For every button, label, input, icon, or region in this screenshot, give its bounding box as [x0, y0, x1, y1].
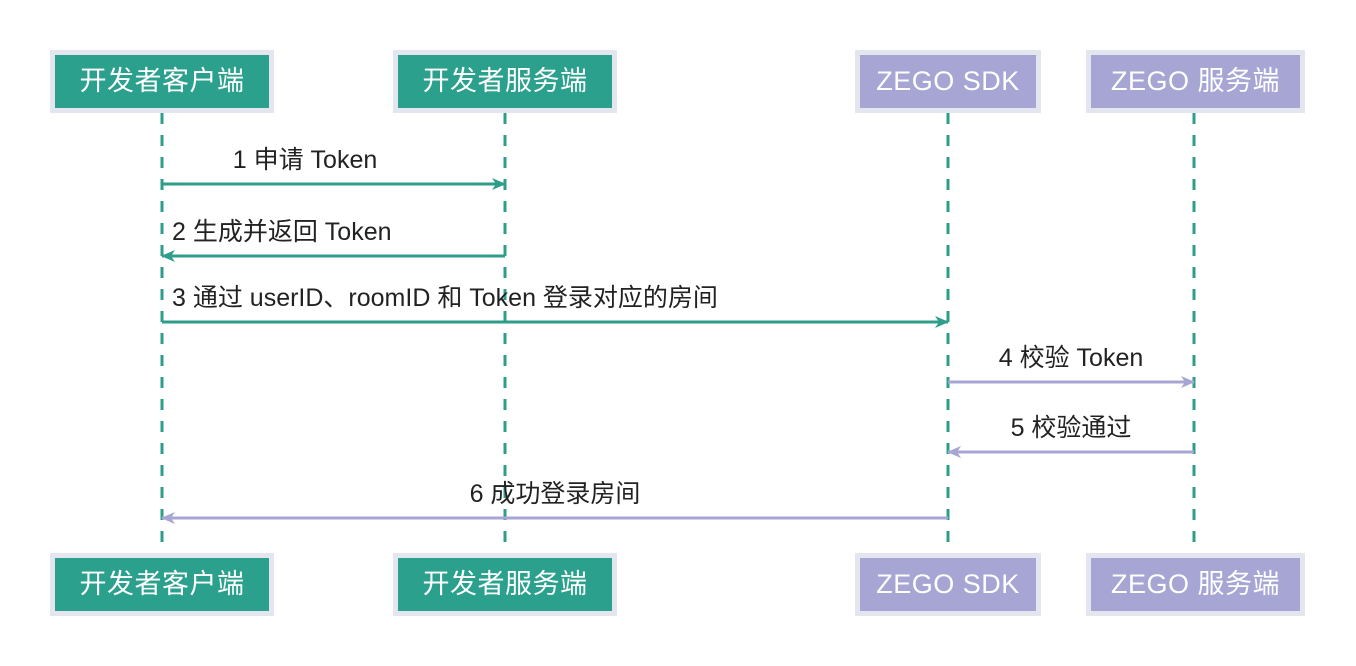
message-label-4: 4 校验 Token	[998, 344, 1144, 372]
participant-box-zego-server-top[interactable]: ZEGO 服务端	[1086, 50, 1305, 113]
participant-box-dev-server-top[interactable]: 开发者服务端	[393, 50, 617, 113]
participant-box-zego-server-bottom[interactable]: ZEGO 服务端	[1086, 553, 1305, 616]
participant-label-zego-sdk-bottom: ZEGO SDK	[876, 569, 1020, 599]
message-label-2: 2 生成并返回 Token	[172, 218, 392, 246]
participant-box-dev-client-top[interactable]: 开发者客户端	[50, 50, 274, 113]
participant-label-zego-server-bottom: ZEGO 服务端	[1110, 569, 1280, 599]
participant-label-dev-server-top: 开发者服务端	[422, 66, 588, 96]
participant-box-zego-sdk-bottom[interactable]: ZEGO SDK	[855, 553, 1041, 616]
participant-label-zego-sdk-top: ZEGO SDK	[876, 66, 1020, 96]
participant-box-dev-client-bottom[interactable]: 开发者客户端	[50, 553, 274, 616]
participant-label-dev-client-bottom: 开发者客户端	[79, 569, 245, 599]
message-label-1: 1 申请 Token	[232, 146, 378, 174]
participant-label-dev-server-bottom: 开发者服务端	[422, 569, 588, 599]
message-label-5: 5 校验通过	[1010, 414, 1132, 442]
participant-label-zego-server-top: ZEGO 服务端	[1110, 66, 1280, 96]
message-arrows-group	[161, 178, 1195, 524]
lifelines-group	[160, 113, 1196, 553]
participant-box-zego-sdk-top[interactable]: ZEGO SDK	[855, 50, 1041, 113]
message-label-6: 6 成功登录房间	[469, 480, 641, 508]
participant-label-dev-client-top: 开发者客户端	[79, 66, 245, 96]
participant-box-dev-server-bottom[interactable]: 开发者服务端	[393, 553, 617, 616]
message-label-3: 3 通过 userID、roomID 和 Token 登录对应的房间	[172, 284, 718, 312]
